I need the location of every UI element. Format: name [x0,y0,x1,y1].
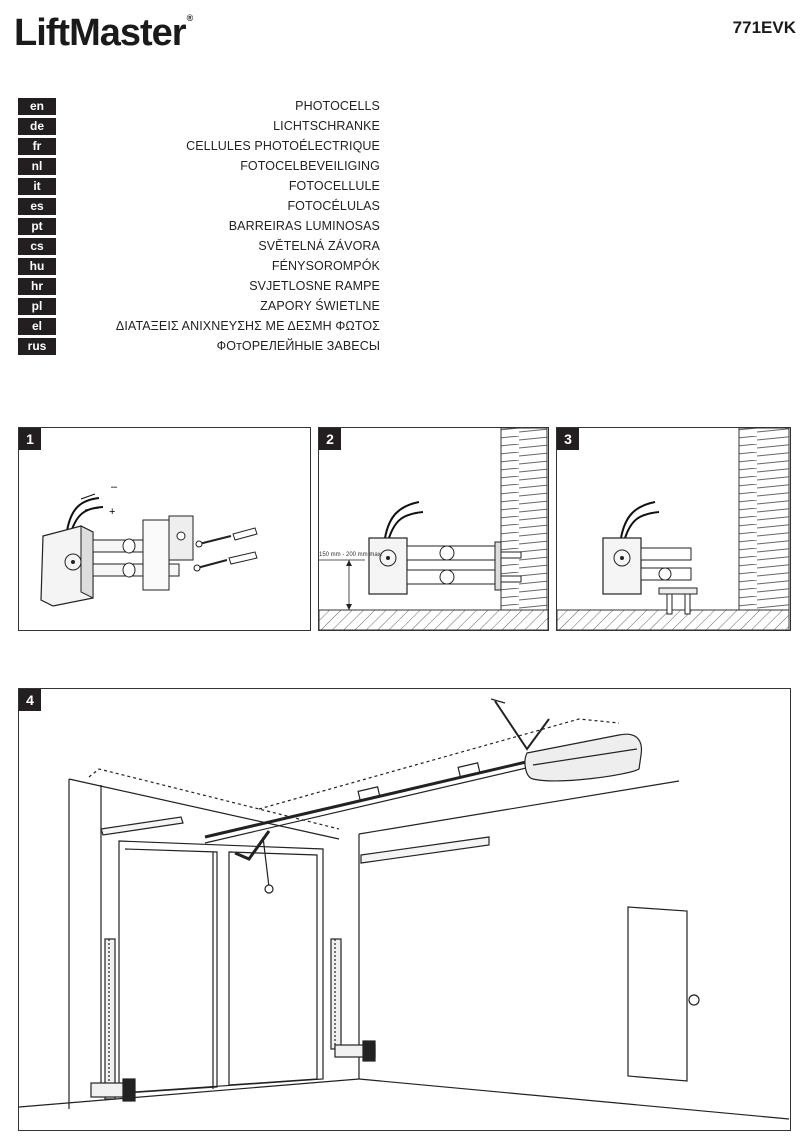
language-title: SVJETLOSNE RAMPE [249,279,380,293]
language-title: LICHTSCHRANKE [273,119,380,133]
language-title: PHOTOCELLS [295,99,380,113]
photocell-bracket-illustration: – + [40,481,258,607]
language-title: FOTOCELLULE [288,179,380,193]
wire-minus-label: – [111,481,118,493]
step-1-panel: 1 – + [18,427,311,631]
language-code-badge: hr [18,277,56,295]
language-code-badge: rus [18,337,56,355]
language-code-badge: nl [18,157,56,175]
language-title-list: en PHOTOCELLS de LICHTSCHRANKE fr CELLULES PH… [18,96,380,356]
wire-plus-label: + [109,506,115,518]
language-code-badge: en [18,97,56,115]
language-row: pt BARREIRAS LUMINOSAS [18,216,380,236]
model-number: 771EVK [732,18,796,37]
language-title: BARREIRAS LUMINOSAS [228,219,380,233]
language-row: hu FÉNYSOROMPÓK [18,256,380,276]
language-title: FOTOCÉLULAS [287,199,380,213]
brand-name: LiftMaster [14,12,187,54]
mounting-height-label: 150 mm - 200 mm max. [319,552,383,558]
language-code-badge: es [18,197,56,215]
language-row: es FOTOCÉLULAS [18,196,380,216]
language-code-badge: hu [18,257,56,275]
language-row: it FOTOCELLULE [18,176,380,196]
language-code-badge: pt [18,217,56,235]
language-code-badge: pl [18,297,56,315]
language-row: el ΔΙΑΤΑΞΕΙΣ ΑΝΙΧΝΕΥΣΗΣ ΜΕ ΔΕΣΜΗ ΦΩΤΟΣ [18,316,380,336]
language-row: nl FOTOCELBEVEILIGING [18,156,380,176]
language-row: en PHOTOCELLS [18,96,380,116]
language-title: SVĚTELNÁ ZÁVORA [258,239,380,253]
language-title: ΔΙΑΤΑΞΕΙΣ ΑΝΙΧΝΕΥΣΗΣ ΜΕ ΔΕΣΜΗ ΦΩΤΟΣ [115,319,380,333]
language-row: rus ФОтОРЕЛЕЙНЫЕ ЗАВЕСЫ [18,336,380,356]
photocell-height-illustration: 150 mm - 200 mm max. [319,428,548,630]
language-title: ФОтОРЕЛЕЙНЫЕ ЗАВЕСЫ [216,339,380,353]
registered-mark: ® [186,13,194,23]
language-code-badge: fr [18,137,56,155]
language-code-badge: it [18,177,56,195]
step-4-number: 4 [19,689,41,711]
language-title: ZAPORY ŚWIETLNE [260,299,380,313]
photocell-floor-mount-illustration [557,428,790,630]
step-3-number: 3 [557,428,579,450]
language-title: FÉNYSOROMPÓK [271,259,380,273]
step-2-number: 2 [319,428,341,450]
language-row: pl ZAPORY ŚWIETLNE [18,296,380,316]
language-row: hr SVJETLOSNE RAMPE [18,276,380,296]
step-1-number: 1 [19,428,41,450]
language-code-badge: de [18,117,56,135]
language-row: de LICHTSCHRANKE [18,116,380,136]
step-3-panel: 3 [556,427,791,631]
language-code-badge: el [18,317,56,335]
language-row: cs SVĚTELNÁ ZÁVORA [18,236,380,256]
language-title: CELLULES PHOTOÉLECTRIQUE [186,139,380,153]
language-row: fr CELLULES PHOTOÉLECTRIQUE [18,136,380,156]
step-2-panel: 2 150 mm - 200 mm max. [318,427,549,631]
language-code-badge: cs [18,237,56,255]
step-4-panel: 4 [18,688,791,1131]
brand-logo: LiftMaster® [14,12,194,54]
garage-installation-illustration [19,698,790,1120]
language-title: FOTOCELBEVEILIGING [240,159,380,173]
